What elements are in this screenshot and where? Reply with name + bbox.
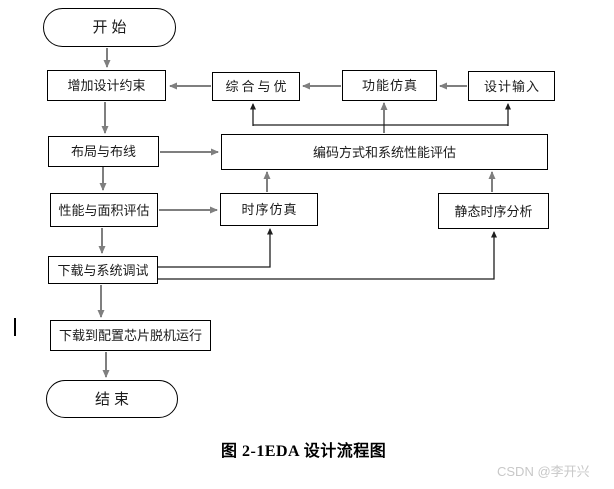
flow-node-place-route: 布局与布线 xyxy=(48,136,159,167)
flow-node-functional-sim: 功能仿真 xyxy=(342,70,437,101)
edge-download-debug-to-static-timing xyxy=(158,231,497,280)
flow-node-download-chip: 下载到配置芯片脱机运行 xyxy=(50,320,211,351)
edge-download-debug-to-timing-sim xyxy=(158,228,273,268)
flow-node-add-constraints: 增加设计约束 xyxy=(47,70,166,101)
flow-node-start: 开始 xyxy=(43,8,176,47)
text-cursor-mark xyxy=(14,318,16,336)
flow-node-static-timing: 静态时序分析 xyxy=(438,193,549,229)
flow-node-download-debug: 下载与系统调试 xyxy=(48,256,158,284)
flow-node-end: 结束 xyxy=(46,380,178,418)
flow-node-synthesis: 综合与优 xyxy=(212,72,300,101)
flow-node-timing-sim: 时序仿真 xyxy=(220,193,318,226)
csdn-watermark: CSDN @李开兴 xyxy=(497,464,590,479)
flow-node-coding-eval: 编码方式和系统性能评估 xyxy=(221,134,548,170)
flow-node-design-input: 设计输入 xyxy=(468,71,555,101)
flow-node-perf-area-eval: 性能与面积评估 xyxy=(50,193,158,227)
figure-caption: 图 2-1EDA 设计流程图 xyxy=(221,443,387,460)
